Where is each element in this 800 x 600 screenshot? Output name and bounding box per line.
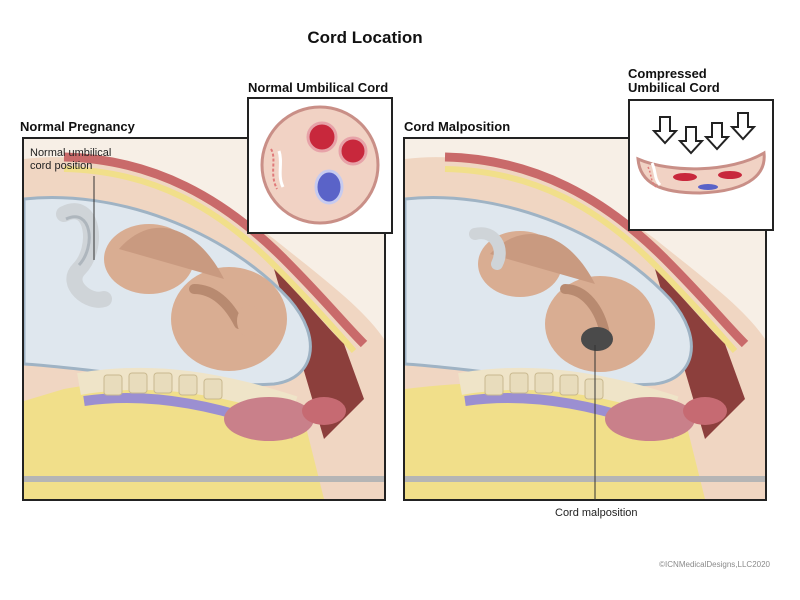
compressed-label-line1: Compressed <box>628 66 707 81</box>
page-title: Cord Location <box>307 28 423 47</box>
left-panel-label: Normal Pregnancy <box>20 119 135 134</box>
normal-cord-inset-label: Normal Umbilical Cord <box>248 80 389 95</box>
copyright-text: ©ICNMedicalDesigns,LLC2020 <box>659 560 770 569</box>
normal-umbilical-cord-inset <box>247 97 393 234</box>
artery-right <box>338 136 368 166</box>
right-panel-label: Cord Malposition <box>404 119 511 134</box>
vein <box>314 169 344 205</box>
wharton-jelly-marks <box>270 148 285 190</box>
cord-malposition-illustration <box>403 137 767 501</box>
compression-arrows <box>651 112 757 155</box>
compressed-label-line2: Umbilical Cord <box>628 80 720 95</box>
compressed-cord-inset-label: Compressed Umbilical Cord <box>628 67 720 95</box>
cord-malposition-callout: Cord malposition <box>555 507 638 519</box>
artery-top <box>306 121 338 153</box>
normal-cord-callout: Normal umbilical cord position <box>30 147 112 172</box>
compressed-umbilical-cord-inset <box>628 99 774 231</box>
malpositioned-cord <box>581 327 613 351</box>
